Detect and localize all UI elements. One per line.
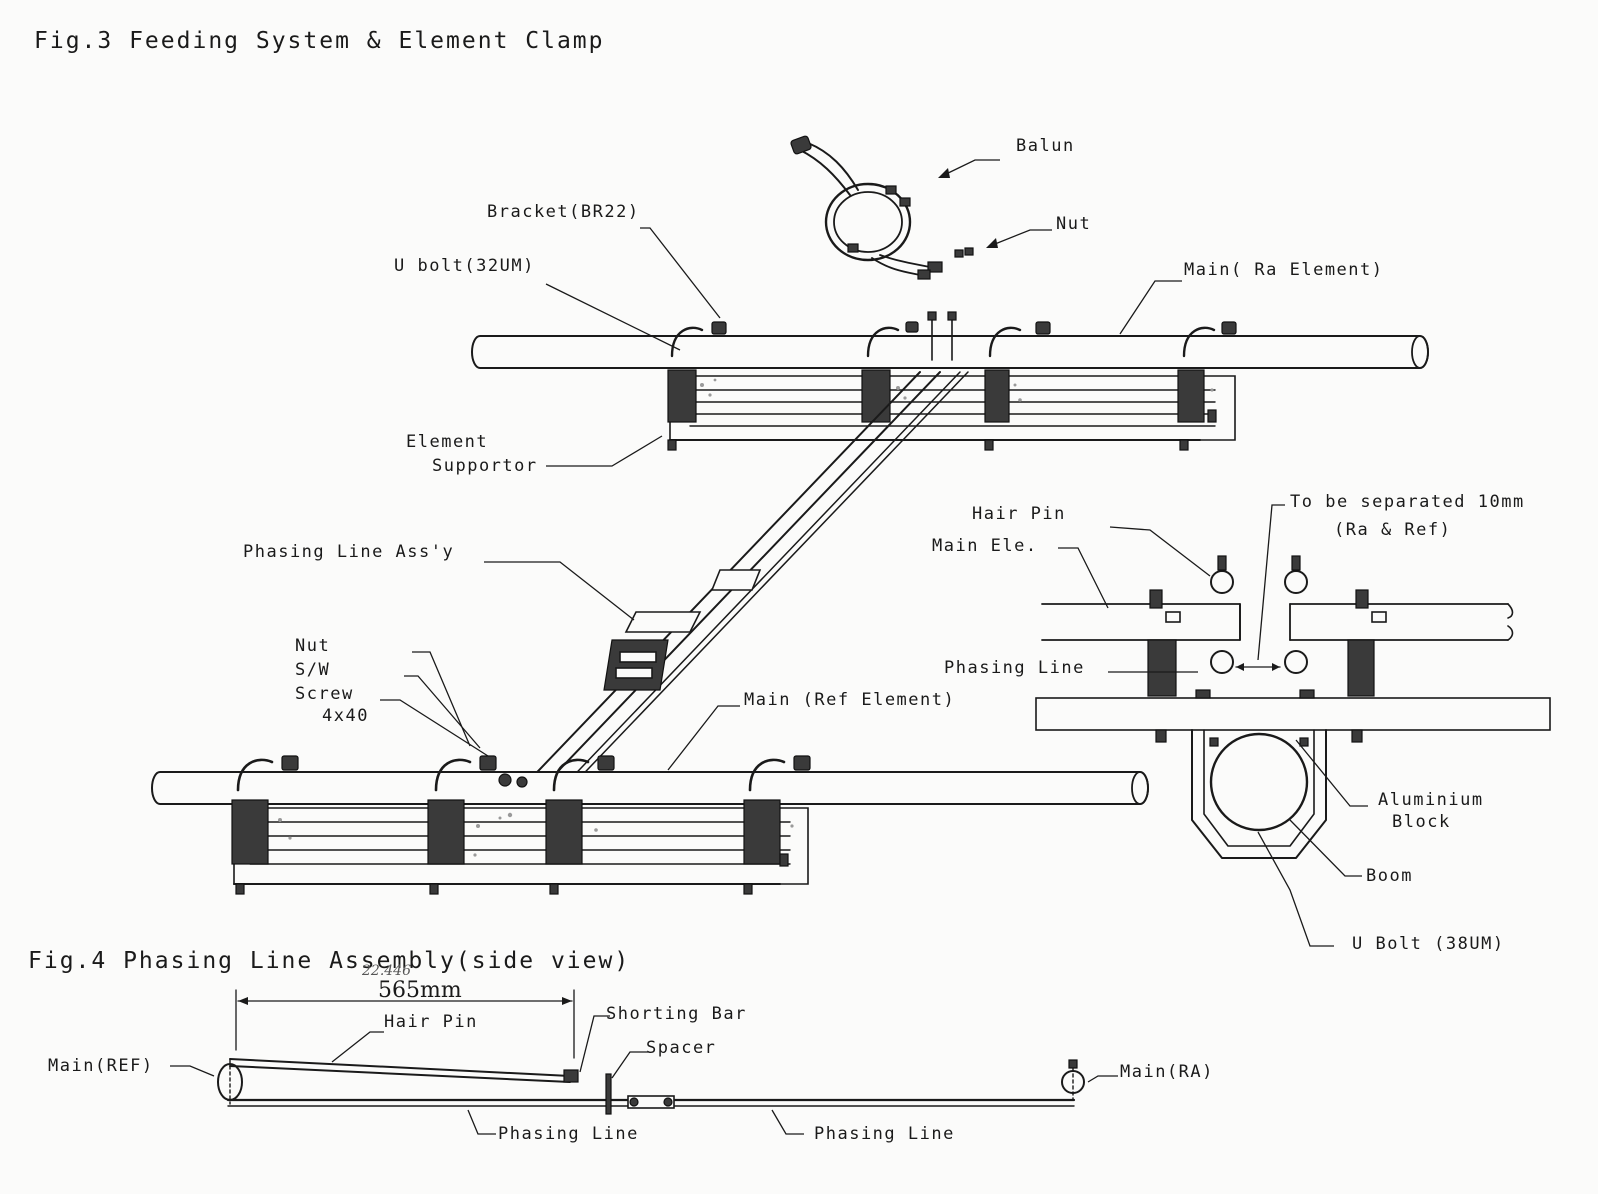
label-sw: S/W: [295, 660, 331, 680]
label-balun: Balun: [1016, 136, 1075, 156]
label-nut-top: Nut: [1056, 214, 1092, 234]
clamp-detail-view: [1035, 555, 1551, 859]
label-phasing-line-left: Phasing Line: [498, 1124, 639, 1144]
label-u-bolt-38: U Bolt (38UM): [1352, 934, 1505, 954]
label-fig4-main-ref: Main(REF): [48, 1056, 154, 1076]
fig4-title: Fig.4 Phasing Line Assembly(side view): [28, 948, 631, 974]
ra-element-assembly: [471, 311, 1429, 451]
fig4-side-view: [217, 989, 1085, 1115]
label-screw-size: 4x40: [322, 706, 369, 726]
balun-drawing: [790, 135, 974, 280]
leader-lines: [170, 159, 1368, 1135]
label-shorting-bar: Shorting Bar: [606, 1004, 747, 1024]
label-main-ra: Main( Ra Element): [1184, 260, 1384, 280]
label-screw: Screw: [295, 684, 354, 704]
label-separated-2: (Ra & Ref): [1334, 520, 1452, 540]
fig3-title: Fig.3 Feeding System & Element Clamp: [34, 28, 605, 54]
label-separated: To be separated 10mm: [1290, 492, 1525, 512]
label-phasing-assy: Phasing Line Ass'y: [243, 542, 455, 562]
label-phasing-line-right: Phasing Line: [814, 1124, 955, 1144]
label-main-ele: Main Ele.: [932, 536, 1038, 556]
label-phasing-line: Phasing Line: [944, 658, 1085, 678]
label-u-bolt-32: U bolt(32UM): [394, 256, 535, 276]
label-main-ref: Main (Ref Element): [744, 690, 956, 710]
dimension-note: 22.446: [362, 963, 411, 979]
label-hair-pin: Hair Pin: [972, 504, 1066, 524]
ref-element-assembly: [151, 755, 1149, 895]
label-block: Block: [1392, 812, 1451, 832]
label-aluminium: Aluminium: [1378, 790, 1484, 810]
label-boom: Boom: [1366, 866, 1413, 886]
label-supportor: Supportor: [432, 456, 538, 476]
label-element: Element: [406, 432, 489, 452]
label-spacer: Spacer: [646, 1038, 717, 1058]
phasing-line-diagonal: [519, 371, 969, 791]
label-nut: Nut: [295, 636, 331, 656]
label-fig4-hair-pin: Hair Pin: [384, 1012, 478, 1032]
dimension-565mm: 565mm: [378, 978, 462, 1003]
label-fig4-main-ra: Main(RA): [1120, 1062, 1214, 1082]
label-bracket: Bracket(BR22): [487, 202, 640, 222]
